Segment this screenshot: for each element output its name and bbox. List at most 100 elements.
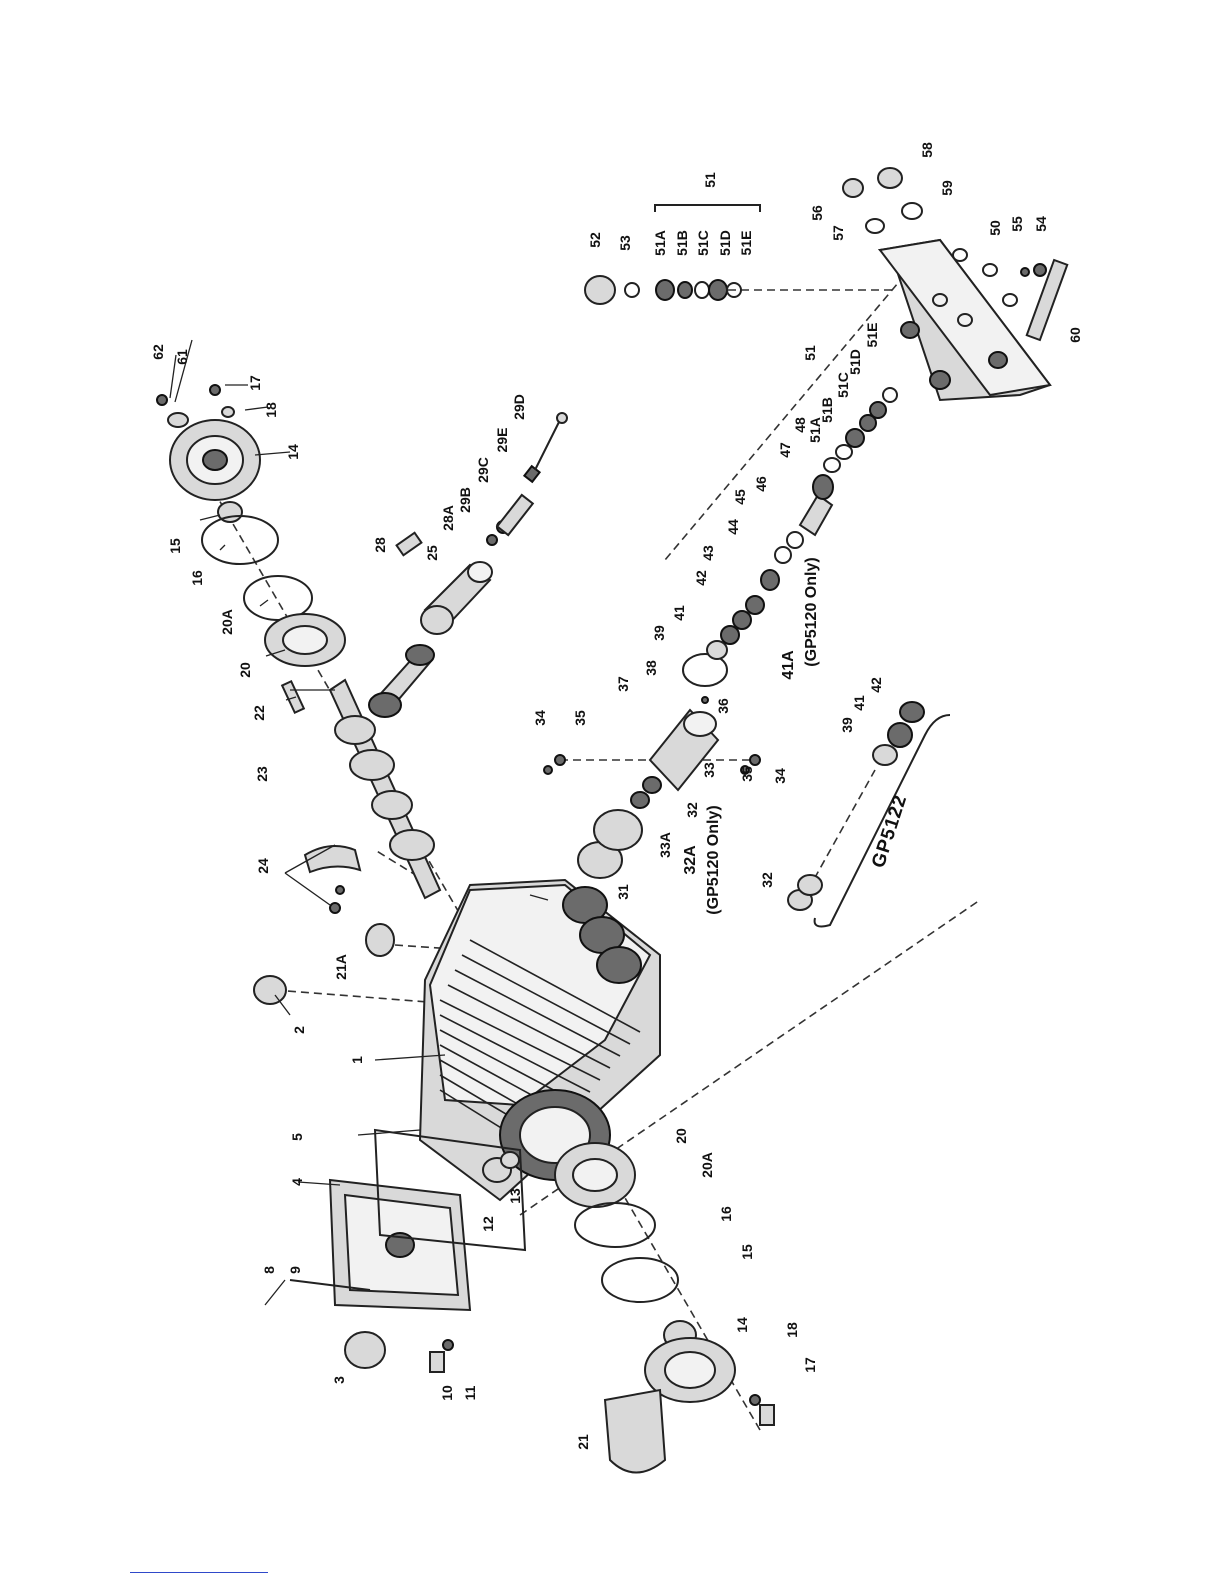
label-part-16-right: 16 xyxy=(189,570,205,586)
label-part-33: 33 xyxy=(701,762,717,778)
leader-lines xyxy=(169,339,549,1306)
label-part-29B: 29B xyxy=(457,487,473,513)
label-part-56: 56 xyxy=(809,205,825,221)
label-part-44: 44 xyxy=(725,519,741,535)
label-part-36: 36 xyxy=(715,698,731,714)
label-part-5: 5 xyxy=(289,1133,305,1141)
crankshaft-key xyxy=(280,679,306,715)
label-part-61: 61 xyxy=(174,349,190,365)
label-part-15-right: 15 xyxy=(167,538,183,554)
bearing-halves xyxy=(303,845,362,914)
label-part-59: 59 xyxy=(939,180,955,196)
label-part-48: 48 xyxy=(792,417,808,433)
footer-rule xyxy=(130,1572,268,1573)
label-part-15-left: 15 xyxy=(739,1244,755,1260)
label-part-20A-left: 20A xyxy=(699,1152,715,1178)
label-part-43: 43 xyxy=(700,545,716,561)
label-part-11: 11 xyxy=(462,1385,478,1400)
label-part-34-bottom: 34 xyxy=(772,768,788,784)
label-part-32: 32 xyxy=(684,802,700,818)
label-part-12: 12 xyxy=(480,1216,496,1232)
label-part-18-left: 18 xyxy=(784,1322,800,1338)
label-part-52: 52 xyxy=(587,232,603,248)
label-part-57: 57 xyxy=(830,225,846,241)
manifold-head xyxy=(877,238,1069,402)
label-part-51E-mid: 51E xyxy=(864,323,880,348)
label-part-22: 22 xyxy=(251,705,267,721)
label-part-32-gp5122: 32 xyxy=(759,872,775,888)
label-part-54: 54 xyxy=(1033,216,1049,232)
label-part-51D-top: 51D xyxy=(717,230,733,256)
label-part-51-top: 51 xyxy=(702,172,718,188)
drain-plugs xyxy=(253,923,520,1183)
plugs-and-caps xyxy=(842,167,923,234)
connecting-rod xyxy=(368,644,435,718)
cylinder-bores xyxy=(562,886,642,984)
label-part-14-right: 14 xyxy=(285,444,301,460)
label-part-3: 3 xyxy=(331,1376,347,1384)
label-part-20-left: 20 xyxy=(673,1128,689,1144)
label-part-31: 31 xyxy=(615,884,631,900)
label-part-53: 53 xyxy=(617,235,633,251)
gp5122-group xyxy=(787,701,951,928)
label-gp5120-only-b: (GP5120 Only) xyxy=(803,557,820,666)
label-part-51A-mid: 51A xyxy=(807,417,823,443)
label-part-21A: 21A xyxy=(333,954,349,980)
bearing-cover-right xyxy=(156,384,346,667)
crosshead-assembly xyxy=(395,412,568,635)
label-gp5122: GP5122 xyxy=(868,792,911,871)
label-part-17-right: 17 xyxy=(247,375,263,391)
label-part-1: 1 xyxy=(349,1056,365,1064)
label-part-45: 45 xyxy=(732,489,748,505)
label-part-21: 21 xyxy=(575,1434,591,1450)
label-part-28A: 28A xyxy=(440,505,456,531)
label-part-33A: 33A xyxy=(657,832,673,858)
label-part-13: 13 xyxy=(507,1188,523,1204)
label-part-29D: 29D xyxy=(511,394,527,420)
label-part-39: 39 xyxy=(651,625,667,641)
label-part-41: 41 xyxy=(671,605,687,621)
label-part-34-top: 34 xyxy=(532,710,548,726)
label-part-35-bottom: 35 xyxy=(739,766,755,782)
label-part-24: 24 xyxy=(255,858,271,874)
discharge-valve-stack xyxy=(584,204,761,305)
label-part-39-gp5122: 39 xyxy=(839,717,855,733)
label-part-47: 47 xyxy=(777,442,793,458)
bearing-cover-left xyxy=(554,1142,775,1474)
label-part-8: 8 xyxy=(261,1266,277,1274)
label-part-18-right: 18 xyxy=(263,402,279,418)
label-part-4: 4 xyxy=(289,1178,305,1186)
label-part-10: 10 xyxy=(439,1385,455,1401)
label-part-42: 42 xyxy=(693,570,709,586)
label-part-51B-top: 51B xyxy=(674,230,690,256)
label-part-17-left: 17 xyxy=(802,1357,818,1373)
label-part-51C-top: 51C xyxy=(695,230,711,256)
label-part-60: 60 xyxy=(1067,327,1083,343)
label-part-51A-top: 51A xyxy=(652,230,668,256)
label-part-42-gp5122: 42 xyxy=(868,677,884,693)
part-labels: 1 2 3 4 5 8 9 10 11 12 13 14 15 16 17 18… xyxy=(150,142,1083,1450)
label-part-9: 9 xyxy=(287,1266,303,1274)
label-part-14-left: 14 xyxy=(734,1317,750,1333)
label-part-32A: 32A xyxy=(682,845,699,875)
label-part-51-mid: 51 xyxy=(802,345,818,361)
label-part-51D-mid: 51D xyxy=(847,349,863,375)
label-part-29C: 29C xyxy=(475,457,491,483)
label-gp5120-only-a: (GP5120 Only) xyxy=(705,805,722,914)
label-part-2: 2 xyxy=(291,1026,307,1034)
label-part-35-top: 35 xyxy=(572,710,588,726)
label-part-55: 55 xyxy=(1009,216,1025,232)
label-part-58: 58 xyxy=(919,142,935,158)
label-part-28: 28 xyxy=(372,537,388,553)
label-part-37: 37 xyxy=(615,676,631,692)
rear-cover xyxy=(289,1128,527,1373)
label-part-51E-top: 51E xyxy=(738,231,754,256)
label-part-41-gp5122: 41 xyxy=(851,695,867,711)
label-part-29E: 29E xyxy=(494,428,510,453)
crankshaft xyxy=(328,678,442,900)
label-part-51C-mid: 51C xyxy=(835,372,851,398)
label-part-23: 23 xyxy=(254,766,270,782)
label-part-25: 25 xyxy=(424,545,440,561)
label-part-62: 62 xyxy=(150,344,166,360)
label-part-41A: 41A xyxy=(780,650,797,680)
